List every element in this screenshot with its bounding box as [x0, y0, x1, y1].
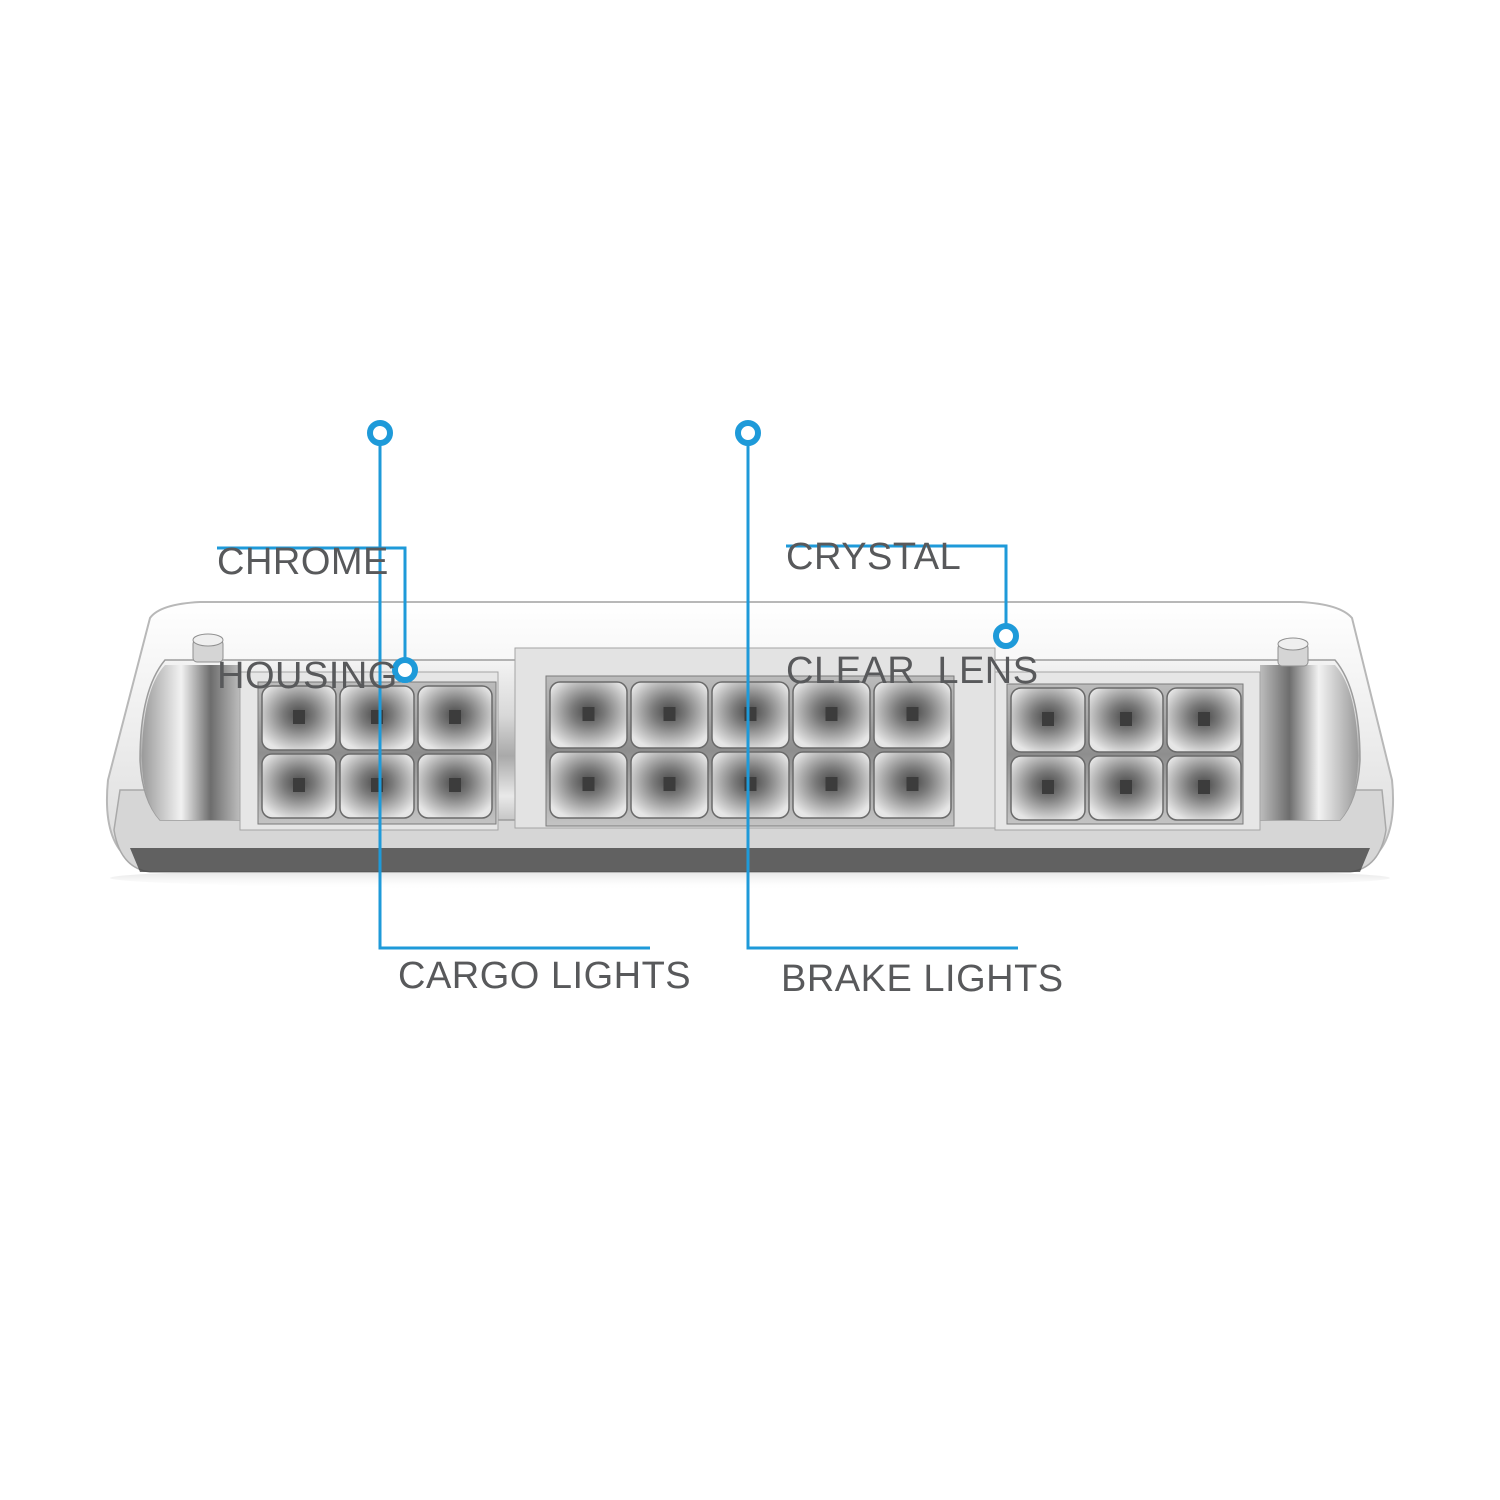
label-line: CRYSTAL	[786, 536, 962, 578]
cargo-led-cell	[1088, 687, 1164, 753]
callout-line-crystal-clear-lens	[786, 544, 1008, 624]
callout-dots	[367, 420, 1019, 683]
callout-dot-cargo-lights	[367, 420, 393, 446]
mount-boss-left	[192, 633, 224, 663]
brake-led-cell	[549, 681, 628, 749]
cargo-led-cell	[261, 753, 337, 819]
base-seam	[130, 848, 1370, 872]
label-brake-lights: BRAKE LIGHTS	[781, 958, 1064, 1000]
left-end-cap	[142, 665, 240, 820]
right-end-cap	[1260, 665, 1358, 820]
cargo-light-panel-left	[239, 671, 499, 831]
brake-led-cell	[549, 751, 628, 819]
brake-led-cell	[792, 681, 871, 749]
callout-dot-brake-lights	[735, 420, 761, 446]
callout-lines	[217, 433, 1018, 950]
brake-led-cell	[873, 751, 952, 819]
cargo-led-cell	[1166, 687, 1242, 753]
cargo-led-cell	[1166, 755, 1242, 821]
cargo-led-cell	[1010, 755, 1086, 821]
label-line: CHROME	[217, 541, 389, 583]
label-crystal-clear-lens: CRYSTAL CLEAR LENS	[786, 462, 1039, 766]
label-cargo-lights: CARGO LIGHTS	[398, 955, 692, 997]
cargo-led-cell	[339, 753, 415, 819]
brake-led-cell	[792, 751, 871, 819]
label-line: HOUSING	[217, 655, 398, 697]
cargo-led-cell	[1010, 687, 1086, 753]
cargo-light-panel-right	[994, 671, 1261, 831]
label-line: CLEAR LENS	[786, 650, 1039, 692]
callout-line-cargo-lights	[378, 433, 650, 950]
brake-led-cell	[873, 681, 952, 749]
cargo-led-cell	[261, 685, 337, 751]
callout-dot-chrome-housing	[392, 657, 418, 683]
brake-led-cell	[711, 751, 790, 819]
mount-boss-right	[1277, 637, 1309, 667]
brake-led-cell	[630, 751, 709, 819]
brake-led-cell	[630, 681, 709, 749]
cargo-led-cell	[417, 753, 493, 819]
brake-led-cell	[711, 681, 790, 749]
cargo-led-cell	[417, 685, 493, 751]
label-chrome-housing: CHROME HOUSING	[217, 467, 398, 771]
cargo-led-cell	[1088, 755, 1164, 821]
callout-line-brake-lights	[746, 433, 1018, 950]
callout-dot-crystal-clear-lens	[993, 623, 1019, 649]
callout-line-chrome-housing	[217, 546, 407, 658]
brake-light-panel	[514, 647, 996, 829]
